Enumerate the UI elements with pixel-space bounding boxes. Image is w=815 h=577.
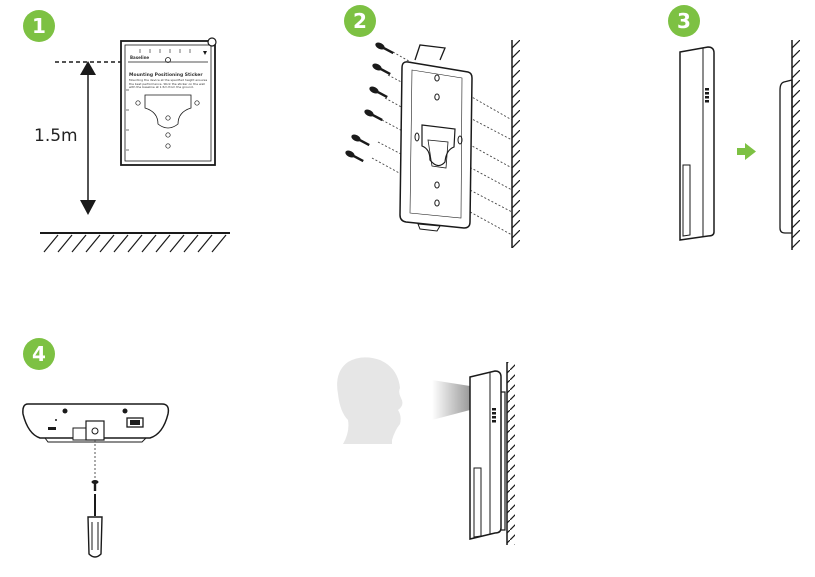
device-mounted-view bbox=[469, 362, 515, 545]
step-3-panel bbox=[679, 40, 800, 250]
device-bottom-view bbox=[22, 403, 170, 443]
screw-icon bbox=[372, 63, 391, 76]
screw-icon bbox=[364, 109, 383, 122]
ground bbox=[40, 232, 230, 253]
sticker-header: Baseline bbox=[130, 55, 150, 60]
head-silhouette-icon bbox=[337, 357, 403, 444]
step-badge-3: 3 bbox=[668, 5, 700, 37]
step-badge-4: 4 bbox=[23, 338, 55, 370]
screw-icon bbox=[375, 42, 394, 55]
step-badge-2: 2 bbox=[344, 5, 376, 37]
final-view-panel bbox=[337, 357, 515, 545]
mounting-sticker bbox=[120, 37, 217, 166]
screw-icon bbox=[351, 134, 370, 147]
device-side-view bbox=[679, 46, 715, 241]
step-1-panel bbox=[40, 37, 230, 253]
screws bbox=[345, 42, 394, 163]
mounting-plate bbox=[399, 44, 473, 232]
step-2-panel bbox=[345, 40, 520, 248]
height-dimension-arrow bbox=[80, 61, 96, 215]
screw-icon bbox=[345, 150, 364, 163]
screw-icon bbox=[91, 480, 99, 491]
step-4-panel bbox=[22, 403, 170, 558]
arrow-right-icon bbox=[737, 143, 756, 160]
wall bbox=[511, 40, 520, 248]
sticker-body: Mounting the device at the specified hei… bbox=[129, 78, 208, 90]
sticker-heading: Mounting Positioning Sticker bbox=[129, 73, 203, 78]
screw-icon bbox=[369, 86, 388, 99]
height-label: 1.5m bbox=[34, 126, 78, 146]
screwdriver-icon bbox=[87, 494, 103, 558]
step-badge-1: 1 bbox=[23, 10, 55, 42]
plate-on-wall bbox=[779, 40, 800, 250]
camera-view-beam bbox=[432, 380, 470, 420]
